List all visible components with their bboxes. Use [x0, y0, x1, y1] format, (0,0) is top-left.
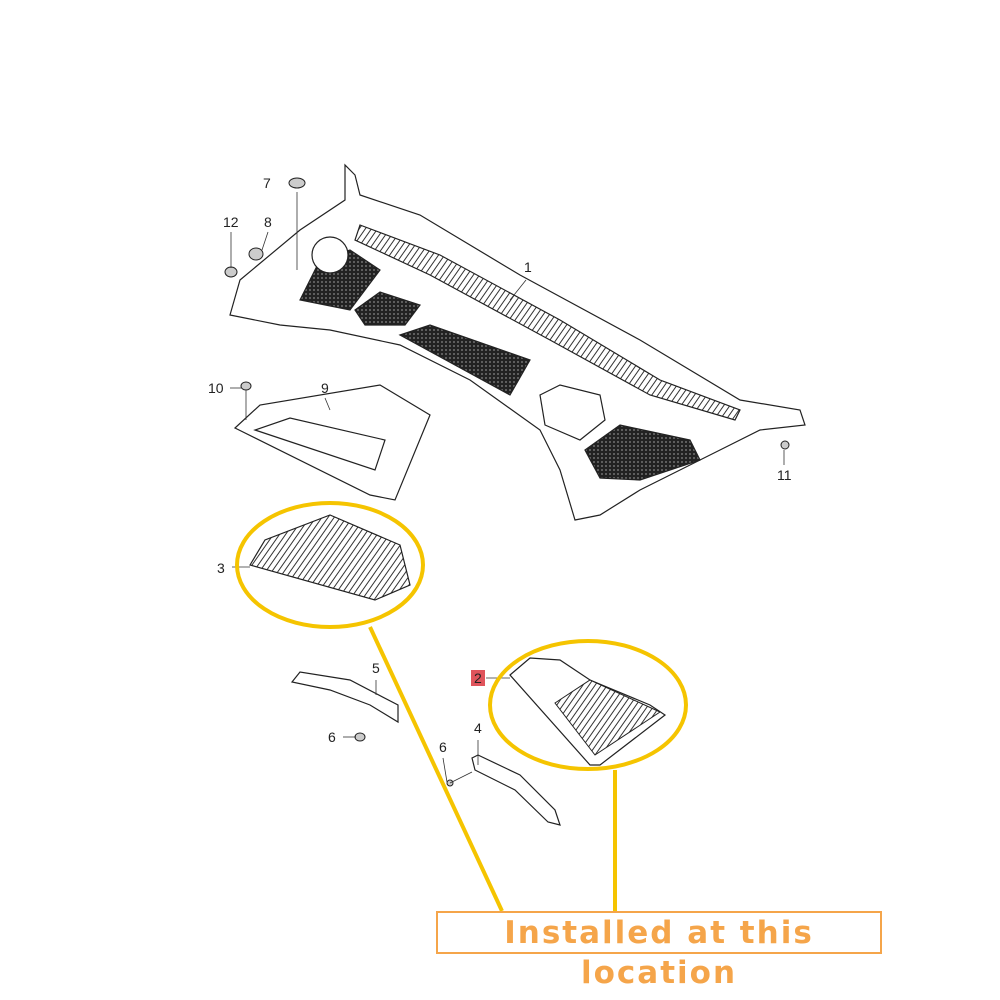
- part-number: 6: [328, 729, 336, 745]
- part-number: 7: [263, 175, 271, 191]
- cover-right-filter: [554, 679, 662, 756]
- highlight-markers: [235, 501, 688, 912]
- part-number: 9: [321, 380, 329, 396]
- highlight-circle-right: [488, 639, 688, 771]
- part-number-highlighted: 2: [471, 670, 485, 686]
- cover-left: [249, 514, 411, 601]
- part-number: 8: [264, 214, 272, 230]
- bolt-icon: [240, 381, 252, 391]
- grommet-icon: [288, 177, 306, 189]
- screw-left-icon: [354, 732, 366, 742]
- plug-icon: [224, 266, 238, 278]
- plenum-panel: [229, 163, 806, 521]
- part-number: 11: [777, 467, 792, 483]
- frame: [233, 384, 431, 501]
- connector-line-left: [368, 626, 504, 912]
- part-number: 12: [223, 214, 239, 230]
- clip-icon: [248, 247, 264, 261]
- part-number: 1: [524, 259, 532, 275]
- bolt-right-icon: [780, 440, 790, 450]
- bracket-left: [290, 671, 399, 724]
- highlight-circle-left: [235, 501, 425, 629]
- part-number: 4: [474, 720, 482, 736]
- part-number: 3: [217, 560, 225, 576]
- part-number: 10: [208, 380, 224, 396]
- installation-callout: Installed at this location: [436, 911, 882, 991]
- bracket-right: [471, 754, 561, 826]
- part-number: 6: [439, 739, 447, 755]
- part-number: 5: [372, 660, 380, 676]
